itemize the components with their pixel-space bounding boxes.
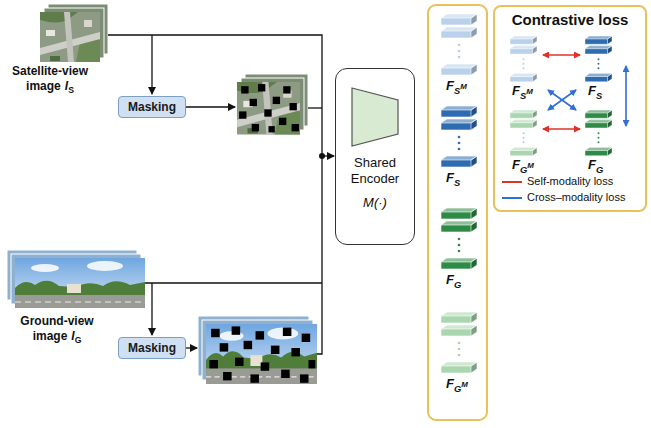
legend-text: Self-modality loss	[527, 175, 613, 188]
feature-label: FGM	[512, 157, 534, 178]
flow-lines	[108, 35, 334, 354]
feature-stack	[585, 36, 612, 82]
feature-stack	[441, 106, 477, 167]
feature-stack	[510, 110, 537, 156]
feature-label: FSM	[512, 83, 533, 104]
symbol: F	[512, 83, 520, 98]
feature-stack	[441, 208, 477, 269]
image-caption: Ground-view imageIG	[8, 314, 106, 348]
subscript: GM	[454, 384, 468, 394]
feature-label: FG	[588, 157, 603, 178]
node-symbol: M(·)	[363, 195, 387, 211]
subscript: G	[75, 335, 82, 345]
node-title: Contrastive loss	[495, 7, 645, 28]
satellite-image	[40, 4, 108, 62]
subscript: SM	[454, 86, 467, 96]
subscript: G	[454, 280, 461, 290]
symbol: F	[588, 83, 596, 98]
subscript: S	[68, 85, 74, 95]
feature-label: FS	[446, 170, 460, 191]
symbol: F	[588, 157, 596, 172]
caption-text: Satellite-view image	[12, 64, 88, 93]
superscript: M	[527, 161, 534, 170]
legend-text: Cross–modality loss	[527, 191, 625, 204]
subscript: GM	[520, 165, 534, 175]
subscript: SM	[520, 91, 533, 101]
feature-stack	[441, 14, 477, 75]
masking-box: Masking	[118, 96, 186, 118]
ground-image	[7, 250, 145, 308]
subscript: S	[454, 178, 460, 188]
superscript: M	[461, 380, 468, 389]
image-caption: Satellite-view imageIS	[0, 64, 100, 98]
masked-ground-image	[198, 316, 317, 384]
subscript: S	[596, 91, 602, 101]
masked-satellite-image	[237, 74, 308, 135]
feature-stack	[585, 110, 612, 156]
symbol: F	[446, 78, 454, 93]
symbol: F	[446, 272, 454, 287]
masking-box: Masking	[118, 337, 186, 359]
cross-modality-arrows	[548, 66, 626, 126]
node-title: Masking	[128, 100, 176, 114]
symbol: F	[446, 170, 454, 185]
feature-stack	[510, 36, 537, 82]
feature-stack	[441, 312, 477, 373]
feature-label: FSM	[446, 78, 467, 99]
caption-text: Ground-view image	[20, 314, 93, 343]
node-title: Masking	[128, 341, 176, 355]
self-modality-arrows	[543, 55, 580, 129]
feature-label: FS	[588, 83, 602, 104]
legend-line	[502, 181, 522, 183]
node-title: Shared Encoder	[336, 155, 414, 187]
feature-panel	[428, 5, 487, 420]
superscript: M	[526, 87, 533, 96]
legend-line	[502, 197, 522, 199]
feature-label: FGM	[446, 376, 468, 397]
symbol: I	[65, 79, 68, 93]
symbol: F	[512, 157, 520, 172]
encoder-trapezoid	[352, 88, 398, 146]
subscript: G	[596, 165, 603, 175]
feature-label: FG	[446, 272, 461, 293]
superscript: M	[460, 82, 467, 91]
symbol: F	[446, 376, 454, 391]
symbol: I	[71, 329, 74, 343]
encoder-box: Shared EncoderM(·)	[335, 68, 415, 245]
